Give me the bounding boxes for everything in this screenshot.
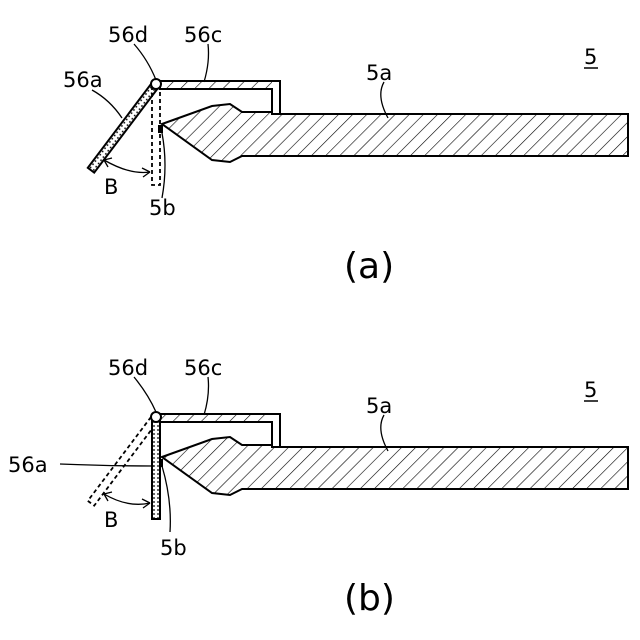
leader-5a (381, 415, 388, 451)
panel-b: 56d 56c 56a 5a 5b B 5 (b) (8, 356, 628, 619)
leader-56c (204, 377, 209, 415)
hinge-56d (151, 412, 161, 422)
leader-5b (162, 133, 165, 198)
caption-b: (b) (344, 578, 395, 619)
label-56a: 56a (8, 453, 48, 477)
label-56d: 56d (108, 356, 148, 380)
flap-56a-closed-dashed (152, 86, 160, 185)
leader-56d (134, 44, 156, 80)
leader-56d (134, 377, 156, 412)
label-5a: 5a (366, 394, 392, 418)
figure-number-label: 5 (584, 45, 597, 69)
body-5a (162, 104, 628, 162)
hinge-56d (151, 79, 161, 89)
flap-56a-closed (152, 419, 160, 519)
flap-56a-open-dashed (88, 415, 159, 506)
label-b: B (104, 175, 118, 199)
leader-56a (92, 90, 122, 118)
cover-56c-hatch (160, 415, 272, 421)
label-56c: 56c (184, 356, 222, 380)
label-5b: 5b (160, 536, 187, 560)
label-5b: 5b (149, 196, 176, 220)
label-b: B (104, 508, 118, 532)
leader-5b (162, 466, 170, 532)
body-5a (162, 437, 628, 495)
figure-number-label: 5 (584, 378, 597, 402)
leader-56a (60, 464, 154, 466)
rotation-arrow-b (104, 160, 150, 173)
label-56d: 56d (108, 23, 148, 47)
label-56a: 56a (63, 68, 103, 92)
panel-a: 56d 56c 56a 5a 5b B 5 (a) (63, 23, 628, 287)
leader-5a (381, 82, 388, 118)
cover-56c-hatch (160, 82, 272, 88)
label-56c: 56c (184, 23, 222, 47)
leader-56c (204, 44, 209, 82)
caption-a: (a) (344, 246, 394, 287)
label-5a: 5a (366, 61, 392, 85)
flap-56a-open (88, 82, 159, 173)
